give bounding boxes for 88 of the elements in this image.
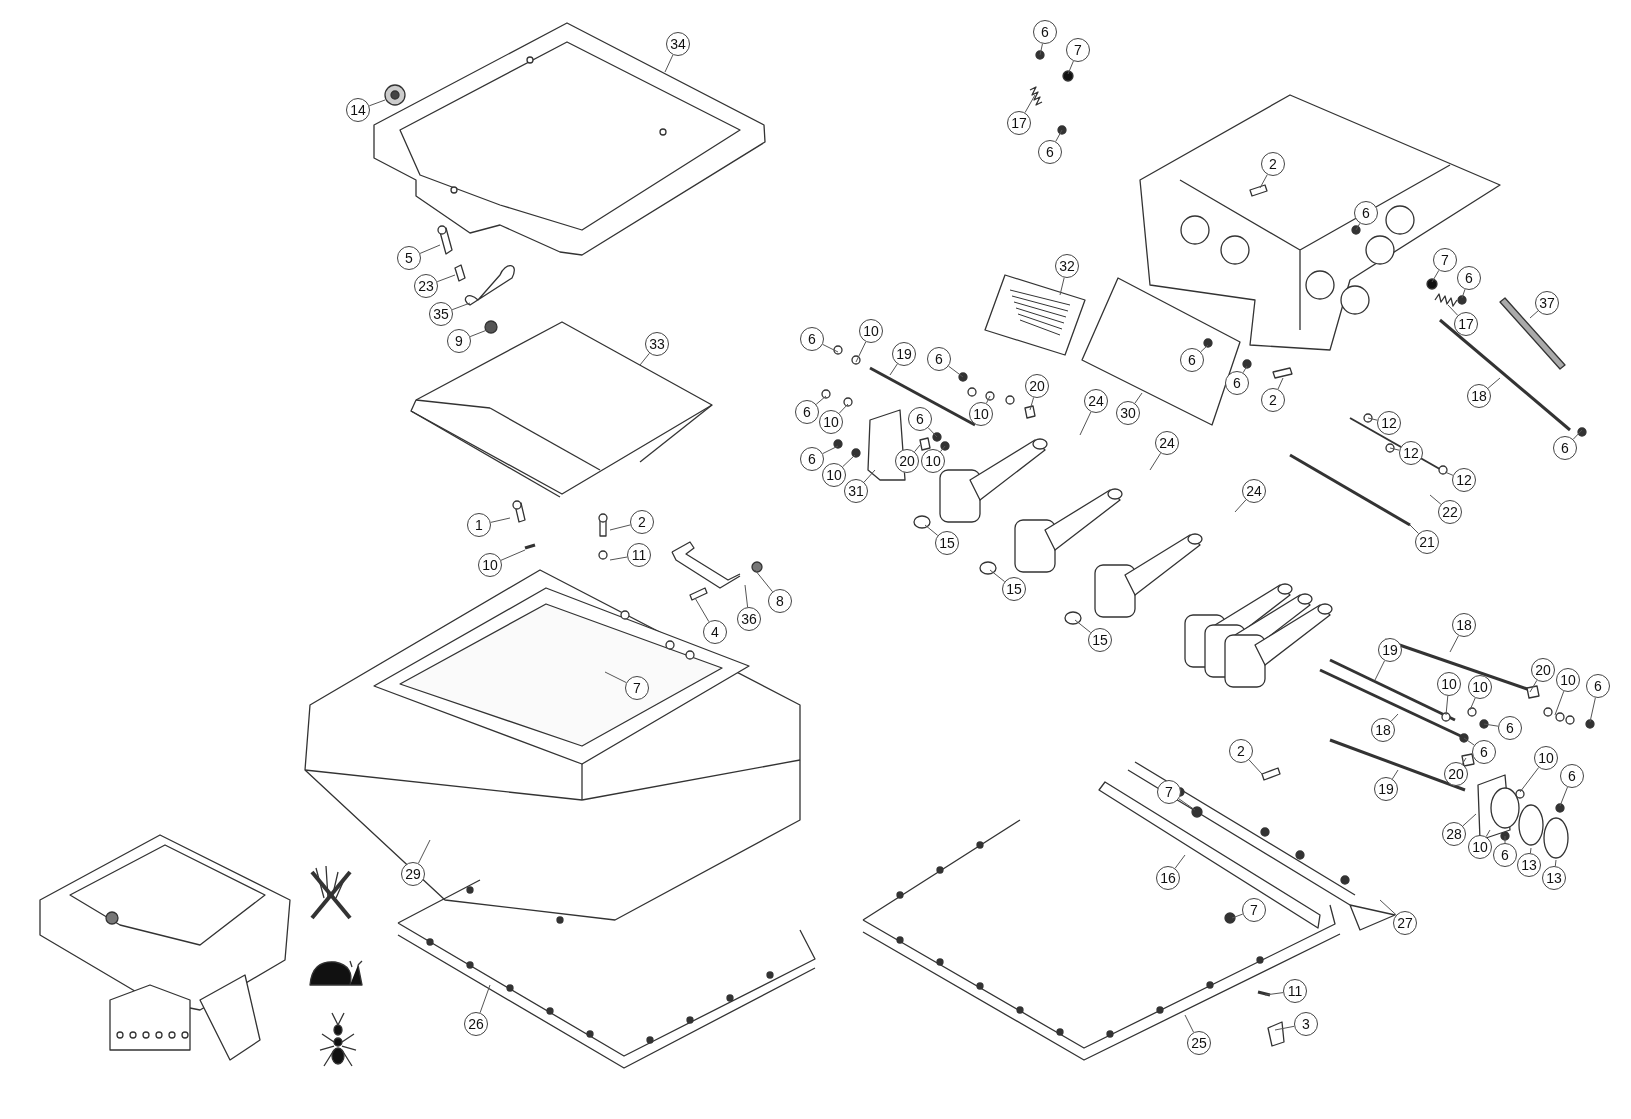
leader-line bbox=[863, 469, 876, 483]
leader-line bbox=[1461, 288, 1466, 299]
callout-number: 6 bbox=[1586, 674, 1610, 698]
leader-line bbox=[1059, 277, 1065, 296]
leader-line bbox=[842, 454, 856, 468]
leader-line bbox=[1589, 697, 1596, 723]
leader-line bbox=[1367, 417, 1378, 421]
leader-line bbox=[927, 427, 938, 438]
leader-line bbox=[1067, 60, 1074, 75]
leader-line bbox=[989, 569, 1006, 583]
leader-line bbox=[1429, 494, 1442, 505]
leader-line bbox=[436, 274, 456, 283]
leader-line bbox=[822, 445, 839, 455]
leader-line bbox=[1483, 723, 1499, 727]
leader-line bbox=[1074, 619, 1092, 633]
leader-line bbox=[1174, 854, 1186, 869]
leader-line bbox=[1559, 786, 1568, 807]
leader-line bbox=[1242, 365, 1248, 374]
leader-line bbox=[1554, 690, 1565, 716]
leader-line bbox=[609, 524, 631, 531]
leader-line bbox=[1149, 452, 1162, 471]
leader-line bbox=[1529, 847, 1532, 854]
leader-line bbox=[1134, 392, 1143, 404]
leader-line bbox=[1355, 222, 1361, 231]
leader-line bbox=[1079, 411, 1092, 436]
leader-line bbox=[838, 403, 849, 414]
leader-line bbox=[1178, 798, 1196, 811]
leader-line bbox=[694, 597, 710, 623]
leader-line bbox=[889, 363, 898, 376]
leader-line bbox=[1409, 524, 1419, 534]
leader-line bbox=[1529, 679, 1538, 693]
leader-line bbox=[822, 343, 839, 353]
leader-line bbox=[1234, 499, 1247, 513]
leader-line bbox=[1485, 829, 1491, 838]
leader-line bbox=[940, 445, 946, 453]
leader-line bbox=[1231, 913, 1244, 919]
leader-line bbox=[1487, 377, 1501, 389]
leader-line bbox=[419, 244, 441, 254]
leader-line bbox=[744, 584, 749, 608]
leader-line bbox=[924, 524, 939, 536]
leader-line bbox=[1572, 429, 1583, 440]
leader-line bbox=[1039, 43, 1043, 56]
leader-line bbox=[815, 395, 827, 405]
leader-line bbox=[985, 395, 991, 404]
leader-line bbox=[1554, 859, 1557, 867]
leader-line bbox=[1184, 1014, 1195, 1033]
leader-line bbox=[609, 556, 628, 561]
leader-line bbox=[1529, 310, 1539, 319]
leader-line bbox=[1389, 447, 1400, 451]
leader-line bbox=[1431, 269, 1440, 283]
leader-line bbox=[1024, 94, 1036, 114]
seeder-parts-drawing bbox=[304, 22, 1595, 1069]
leader-line bbox=[1200, 344, 1209, 353]
leader-line bbox=[1274, 1025, 1295, 1031]
leader-line bbox=[1248, 759, 1263, 775]
leader-line bbox=[1277, 377, 1284, 390]
leader-line bbox=[1374, 660, 1386, 681]
leader-line bbox=[1447, 304, 1459, 316]
leader-line bbox=[664, 54, 674, 73]
leader-line bbox=[1055, 129, 1063, 142]
leader-line bbox=[1445, 695, 1449, 716]
leader-line bbox=[1463, 737, 1475, 746]
leader-line bbox=[855, 341, 867, 363]
leader-line bbox=[1469, 697, 1476, 711]
leader-line bbox=[1259, 174, 1268, 189]
leader-line bbox=[368, 99, 386, 107]
leader-line bbox=[754, 569, 773, 593]
leader-line bbox=[451, 302, 471, 311]
leader-line bbox=[1462, 813, 1477, 827]
leader-line bbox=[479, 984, 491, 1014]
leader-line bbox=[469, 329, 488, 338]
leader-line bbox=[1029, 397, 1035, 411]
leader-line bbox=[1449, 635, 1459, 653]
leader-line bbox=[1504, 835, 1506, 844]
leader-line bbox=[1461, 757, 1467, 765]
leader-line bbox=[604, 671, 627, 684]
leader-line bbox=[1390, 713, 1399, 722]
leader-line bbox=[490, 517, 511, 523]
leader-line bbox=[948, 365, 964, 378]
leader-line bbox=[639, 352, 650, 366]
leader-line bbox=[1264, 992, 1284, 996]
leader-line bbox=[914, 444, 921, 453]
leader-line bbox=[500, 549, 526, 561]
leader-line bbox=[1379, 899, 1397, 916]
leader-line bbox=[1519, 767, 1540, 793]
leader-line bbox=[417, 839, 431, 864]
leader-line bbox=[1444, 471, 1454, 476]
leader-line bbox=[1391, 769, 1399, 780]
